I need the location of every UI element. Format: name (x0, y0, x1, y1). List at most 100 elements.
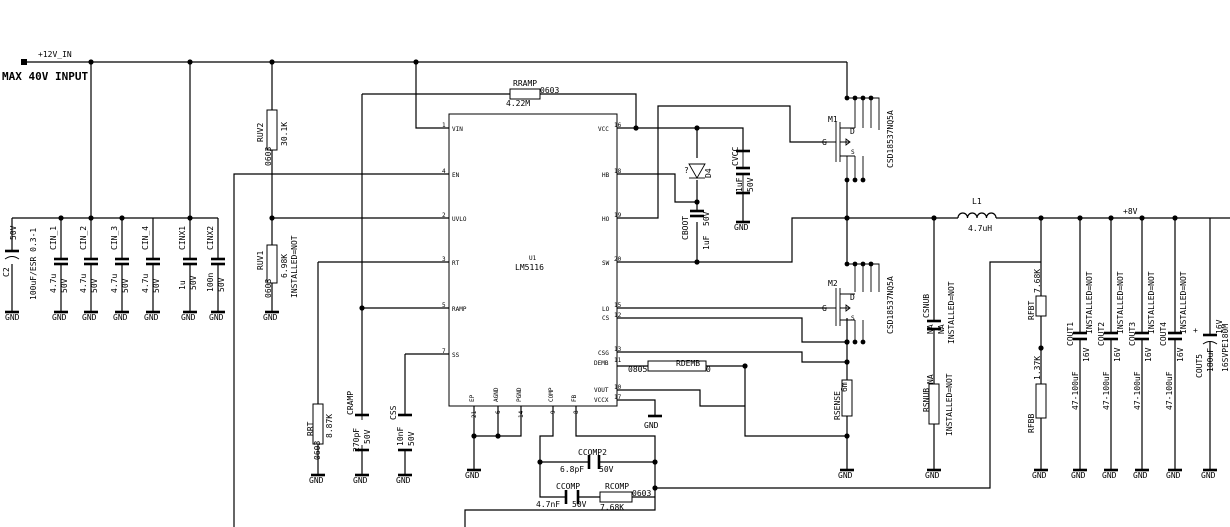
pin-num: 1 (442, 122, 446, 129)
ruv1-value: 6.98K (280, 254, 289, 278)
cinx2-capacitor: CINX2 100n 50V (206, 226, 226, 292)
gnd-symbol: GND (465, 468, 481, 480)
gnd-symbol: GND (1133, 468, 1149, 480)
rramp-pkg: 0603 (540, 86, 559, 95)
max-input-note: MAX 40V INPUT (2, 70, 88, 83)
l1-value: 4.7uH (968, 224, 992, 233)
gnd-symbol: GND (263, 310, 279, 322)
cout2-capacitor: COUT2 47-100uF 16V INSTALLED=NOT (1097, 271, 1125, 410)
pin-name: LO (602, 306, 610, 313)
gnd-symbol: GND (1032, 468, 1048, 480)
m1-pin-s: S (851, 149, 855, 156)
cout3-ref: COUT3 (1128, 322, 1137, 346)
pin-num: 13 (614, 346, 622, 353)
cout3-value: 47-100uF (1133, 371, 1142, 410)
rramp-resistor: RRAMP 4.22M 0603 (506, 79, 559, 108)
gnd-label: GND (644, 421, 659, 430)
rsense-value: 6m (840, 382, 849, 392)
pin-num: 7 (442, 348, 446, 355)
cvcc-capacitor: CVCC 1uF 50V (731, 147, 755, 195)
gnd-label: GND (465, 471, 480, 480)
cramp-voltage: 50V (363, 429, 372, 444)
cout4-capacitor: COUT4 47-100uF 16V INSTALLED=NOT (1159, 271, 1188, 410)
cramp-value: 270pF (352, 428, 361, 452)
ccomp2-ref: CCOMP2 (578, 448, 607, 457)
pin-name: RT (452, 260, 460, 267)
cout4-voltage: 16V (1176, 347, 1185, 362)
gnd-label: GND (309, 476, 324, 485)
cin3-voltage: 50V (121, 278, 130, 293)
gnd-label: GND (1201, 471, 1216, 480)
rsnub-resistor: RSNUB NA INSTALLED=NOT (922, 373, 954, 436)
ccomp2-value: 6.8pF (560, 465, 584, 474)
pin-num: 10 (614, 384, 622, 391)
ccomp-value: 4.7nF (536, 500, 560, 509)
gnd-label: GND (838, 471, 853, 480)
gnd-symbol: GND (1201, 468, 1217, 480)
cin1-value: 4.7u (49, 274, 58, 293)
m2-mosfet: M2 G D S CSD18537NQ5A (822, 263, 895, 342)
csnub-capacitor: CSNUB NA NA INSTALLED=NOT (922, 281, 956, 344)
cout1-value: 47-100uF (1071, 371, 1080, 410)
ruv2-resistor: RUV2 30.1K 0603 (256, 109, 289, 166)
rfbb-value: 1.37K (1033, 356, 1042, 380)
pin-num: 20 (614, 256, 622, 263)
rcomp-value: 7.68K (600, 503, 624, 512)
output-net-label: +8V (1123, 207, 1138, 216)
gnd-symbol: GND (1166, 468, 1182, 480)
ruv1-ref: RUV1 (256, 251, 265, 270)
rdemb-value: 0 (706, 365, 711, 374)
pin-name: RAMP (452, 306, 467, 313)
rfbt-resistor: RFBT 7.68K (1027, 269, 1047, 320)
m2-part: CSD18537NQ5A (886, 276, 895, 334)
gnd-symbol: GND (1071, 468, 1087, 480)
rdemb-resistor: RDEMB 0805 0 (628, 359, 711, 374)
cinx1-capacitor: CINX1 1u 50V (178, 226, 198, 290)
cin2-value: 4.7u (79, 274, 88, 293)
pin-name: PGND (516, 387, 523, 402)
gnd-symbol: GND (113, 310, 129, 322)
cin3-value: 4.7u (110, 274, 119, 293)
cout2-ref: COUT2 (1097, 322, 1106, 346)
gnd-label: GND (396, 476, 411, 485)
rdemb-ref: RDEMB (676, 359, 700, 368)
gnd-label: GND (5, 313, 20, 322)
pin-name: EP (469, 394, 476, 402)
pin-num: 4 (442, 168, 446, 175)
cin2-capacitor: CIN_2 4.7u 50V (79, 226, 99, 293)
gnd-label: GND (113, 313, 128, 322)
cboot-voltage: 50V (702, 211, 711, 226)
gnd-label: GND (263, 313, 278, 322)
m2-pin-d: D (850, 293, 855, 302)
ruv2-pkg: 0603 (264, 147, 273, 166)
pin-num: 18 (614, 168, 622, 175)
rfbt-value: 7.68K (1033, 269, 1042, 293)
pin-num: 11 (614, 357, 622, 364)
cin1-capacitor: CIN_1 4.7u 50V (49, 226, 69, 293)
u1-ic: U1 LM5116 1 VIN 4 EN 2 UVLO 3 RT 5 RAMP … (442, 113, 622, 418)
d4-ref: D4 (704, 168, 713, 178)
cinx2-voltage: 50V (217, 277, 226, 292)
gnd-symbol: GND (144, 310, 160, 322)
cout1-capacitor: COUT1 47-100uF 16V INSTALLED=NOT (1066, 271, 1094, 410)
rramp-value: 4.22M (506, 99, 530, 108)
d4-diode: ? D4 (684, 163, 713, 179)
cboot-capacitor: CBOOT 50V 1uF (681, 209, 711, 250)
ccomp2-capacitor: CCOMP2 6.8pF 50V (560, 448, 614, 474)
rcomp-ref: RCOMP (605, 482, 629, 491)
pin-name: AGND (493, 387, 500, 402)
pin-num: 19 (614, 212, 622, 219)
gnd-symbol: GND (734, 220, 750, 232)
m1-pin-g: G (822, 138, 827, 147)
ccomp-ref: CCOMP (556, 482, 580, 491)
m2-ref: M2 (828, 279, 838, 288)
rsnub-note: INSTALLED=NOT (945, 373, 954, 436)
gnd-label: GND (52, 313, 67, 322)
u1-ref: U1 (529, 255, 537, 262)
rsense-ref: RSENSE (833, 391, 842, 420)
pin-name: VOUT (594, 387, 609, 394)
cin4-ref: CIN_4 (141, 226, 150, 250)
gnd-symbol: GND (644, 414, 662, 430)
gnd-symbol: GND (5, 310, 20, 322)
